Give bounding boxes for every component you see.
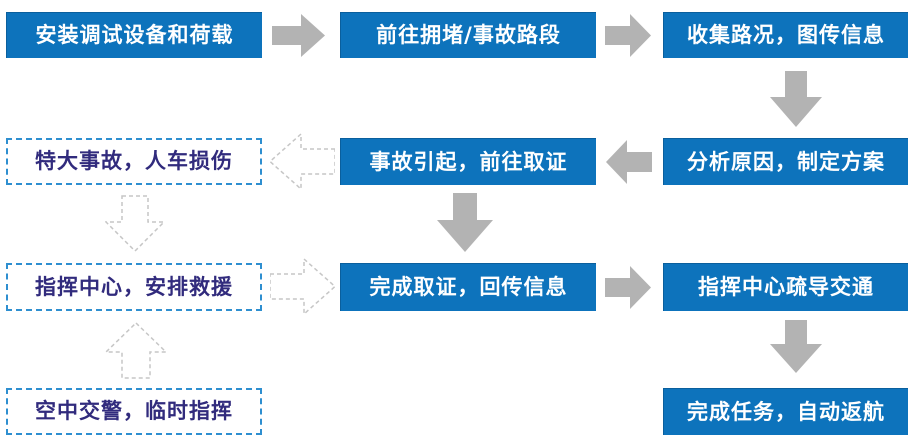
node-label: 完成任务，自动返航 [687,399,885,424]
arrow-left-dashed-icon [269,133,335,190]
node-label: 特大事故，人车损伤 [35,149,233,173]
flow-node-analyze-make-plan: 分析原因，制定方案 [663,138,908,185]
arrow-left-icon [606,140,652,184]
flow-node-accident-go-evidence: 事故引起，前往取证 [340,138,596,185]
node-label: 分析原因，制定方案 [687,149,885,174]
flow-node-air-police-temp-command: 空中交警，临时指挥 [6,388,262,435]
node-label: 指挥中心，安排救援 [35,274,233,299]
arrow-right-icon [272,14,325,57]
node-label: 前往拥堵/事故路段 [376,23,561,47]
flow-node-major-accident: 特大事故，人车损伤 [6,138,262,185]
node-label: 指挥中心疏导交通 [698,275,874,299]
arrow-down-icon [770,71,822,127]
flow-node-go-to-congestion: 前往拥堵/事故路段 [340,12,596,58]
flow-node-command-center-rescue: 指挥中心，安排救援 [6,263,262,311]
flow-node-mission-complete-return: 完成任务，自动返航 [663,388,908,435]
flow-node-collect-traffic-info: 收集路况，图传信息 [663,12,908,58]
arrow-up-dashed-icon [105,322,167,379]
arrow-down-dashed-icon [105,195,165,252]
node-label: 空中交警，临时指挥 [35,399,233,423]
arrow-right-dashed-icon [270,258,336,315]
arrow-down-icon [770,320,822,373]
arrow-right-icon [605,14,651,57]
node-label: 安装调试设备和荷载 [35,23,234,47]
arrow-right-icon [605,266,651,309]
flow-node-install-equipment: 安装调试设备和荷载 [6,12,262,58]
flow-node-evidence-done-transmit: 完成取证，回传信息 [340,263,596,311]
node-label: 收集路况，图传信息 [687,23,885,47]
arrow-down-icon [437,193,493,252]
node-label: 事故引起，前往取证 [369,149,568,174]
flow-node-command-center-divert: 指挥中心疏导交通 [663,263,908,311]
node-label: 完成取证，回传信息 [369,275,568,299]
